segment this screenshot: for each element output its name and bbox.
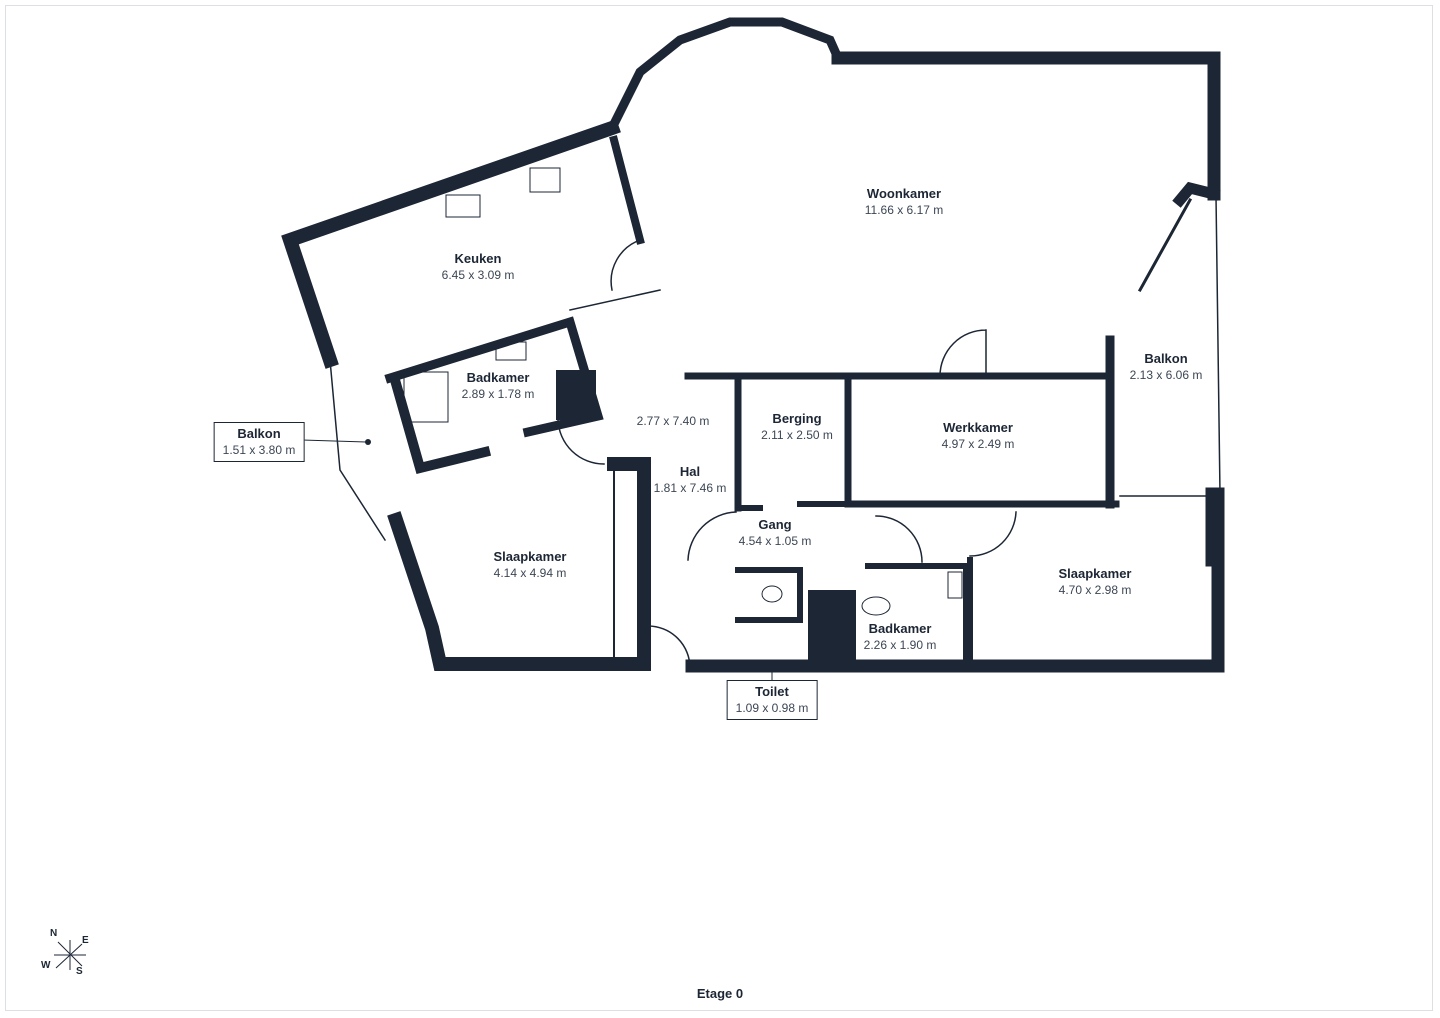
door-gang (687, 511, 737, 561)
balkon-left-marker (365, 439, 371, 445)
door-entry (647, 625, 691, 669)
room-dimensions: 2.26 x 1.90 m (863, 638, 937, 652)
room-woonkamer: Woonkamer 11.66 x 6.17 m (865, 186, 944, 218)
bath1-block (556, 370, 596, 420)
bath2-toilet (861, 596, 891, 616)
room-name: Slaapkamer (1058, 566, 1132, 581)
door-werkkamer (939, 329, 987, 377)
room-dimensions: 1.51 x 3.80 m (222, 443, 296, 457)
room-name: Slaapkamer (493, 549, 567, 564)
wall-bath1 (384, 316, 604, 438)
balkon-left-leader (301, 439, 367, 443)
room-dimensions: 6.45 x 3.09 m (441, 268, 515, 282)
room-dimensions: 11.66 x 6.17 m (864, 203, 944, 217)
compass-rose (54, 940, 86, 970)
room-name: Woonkamer (866, 186, 942, 201)
wall-bath1-left (388, 373, 492, 475)
room-dimensions: 2.77 x 7.40 m (636, 414, 710, 428)
room-keuken: Keuken 6.45 x 3.09 m (442, 251, 515, 283)
room-dimensions: 1.09 x 0.98 m (735, 701, 809, 715)
room-name: Badkamer (868, 621, 932, 636)
room-dimensions: 4.70 x 2.98 m (1058, 583, 1132, 597)
room-slaapkamer-1: Slaapkamer 4.14 x 4.94 m (494, 549, 567, 581)
room-name: Toilet (755, 684, 789, 699)
bath1-sink (495, 341, 527, 361)
room-dimensions: 4.97 x 2.49 m (941, 437, 1015, 451)
room-berging: Berging 2.11 x 2.50 m (761, 411, 833, 443)
wall-kitchen-top (281, 119, 621, 369)
room-name: Badkamer (466, 370, 530, 385)
wall-living-corner (1172, 181, 1221, 208)
room-name: Keuken (454, 251, 502, 266)
room-dimensions: 4.14 x 4.94 m (493, 566, 567, 580)
room-werkkamer: Werkkamer 4.97 x 2.49 m (942, 420, 1015, 452)
room-dimensions: 4.54 x 1.05 m (738, 534, 812, 548)
compass-s: S (76, 966, 83, 977)
room-badkamer-1: Badkamer 2.89 x 1.78 m (462, 370, 535, 402)
wall-toilet (735, 567, 803, 623)
shaft-block (808, 590, 856, 666)
door-bath1 (557, 419, 605, 465)
room-hal-extra: 2.77 x 7.40 m (637, 413, 710, 429)
page-frame (5, 5, 1433, 1011)
room-dimensions: 2.13 x 6.06 m (1129, 368, 1203, 382)
kitchen-sink (445, 194, 481, 218)
compass-e: E (82, 935, 89, 946)
room-name: Gang (758, 517, 792, 532)
door-bath2 (875, 515, 923, 563)
room-balkon-right: Balkon 2.13 x 6.06 m (1130, 351, 1203, 383)
compass-w: W (41, 960, 51, 971)
room-hal: Hal 1.81 x 7.46 m (654, 464, 727, 496)
wall-living-top (831, 51, 1221, 201)
room-dimensions: 2.89 x 1.78 m (461, 387, 535, 401)
room-gang: Gang 4.54 x 1.05 m (739, 517, 812, 549)
door-kitchen (610, 239, 641, 291)
toilet-bowl (761, 585, 783, 603)
window-balkon-left (329, 359, 387, 542)
room-badkamer-2: Badkamer 2.26 x 1.90 m (864, 621, 937, 653)
room-dimensions: 1.81 x 7.46 m (653, 481, 727, 495)
room-name: Balkon (1144, 351, 1188, 366)
window-balkon-right (1215, 195, 1221, 495)
room-dimensions: 2.11 x 2.50 m (761, 428, 833, 442)
bath2-sink (947, 571, 963, 599)
bath1-shower (403, 371, 449, 423)
room-balkon-left: Balkon 1.51 x 3.80 m (213, 422, 305, 462)
wall-kitchen-right (609, 135, 645, 245)
wall-bath2 (865, 563, 969, 661)
window-kitchen (569, 289, 661, 311)
room-name: Werkkamer (943, 420, 1013, 435)
window-diag-right (1137, 197, 1193, 293)
floor-label: Etage 0 (696, 986, 744, 1001)
kitchen-stove (529, 167, 561, 193)
door-bed2 (969, 511, 1017, 557)
room-name: Balkon (237, 426, 281, 441)
room-name: Hal (679, 464, 701, 479)
wall-living-bay-left (605, 17, 844, 135)
wall-bed1-left (387, 457, 651, 671)
room-slaapkamer-2: Slaapkamer 4.70 x 2.98 m (1059, 566, 1132, 598)
room-toilet: Toilet 1.09 x 0.98 m (726, 680, 818, 720)
room-name: Berging (772, 411, 822, 426)
compass-n: N (50, 928, 58, 939)
